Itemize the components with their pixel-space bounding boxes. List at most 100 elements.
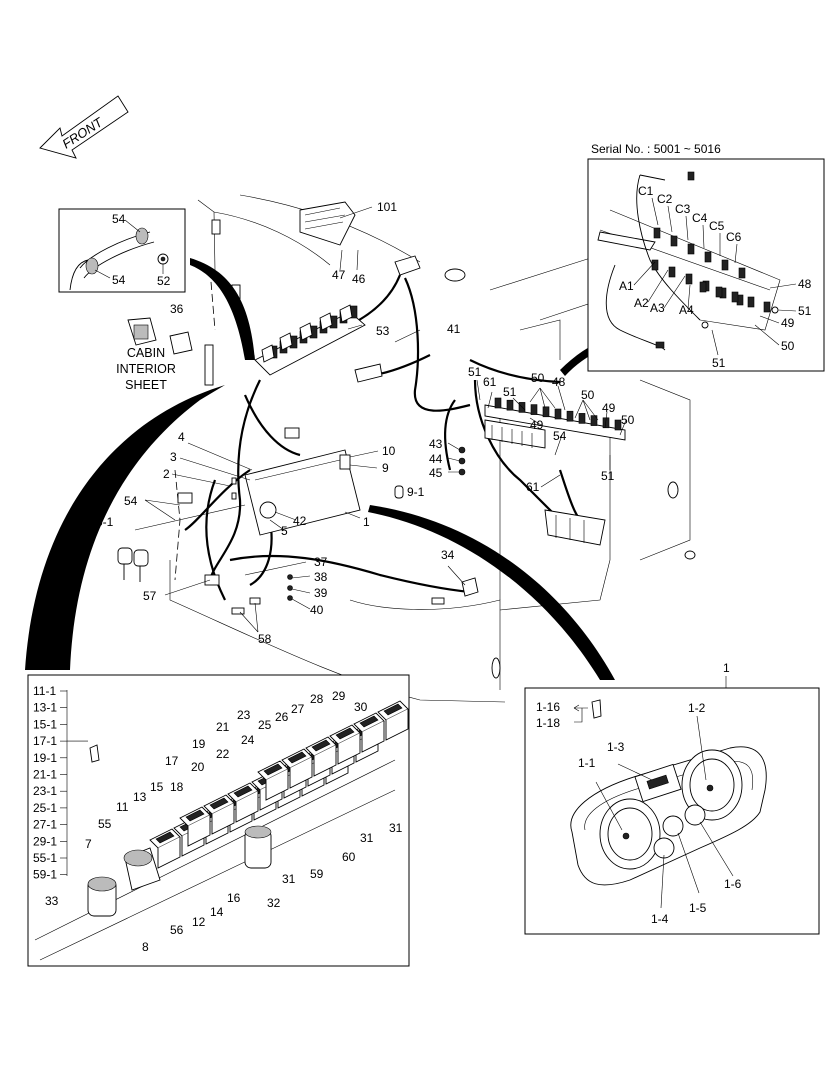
rocker-switch-body [361, 721, 385, 753]
callout-50-c: 50 [621, 413, 635, 427]
switch-list-item: 55-1 [33, 851, 57, 865]
rocker-switch-body [289, 757, 313, 789]
inset-instrument-cluster: 1 1-16 1-18 1-1 1-2 1-3 1-4 1-5 1-6 [524, 661, 820, 935]
switch-list-item: 15-1 [33, 717, 57, 731]
rocker-switch-body [211, 803, 235, 835]
switch-list-item: 23-1 [33, 784, 57, 798]
inset-clamp: 54 54 52 [58, 208, 186, 293]
switch-23: 23 [237, 708, 251, 722]
fuse-block [254, 304, 366, 376]
serial-a2: A2 [634, 296, 649, 310]
rocker-switch-face [185, 809, 205, 822]
switch-29: 29 [332, 689, 346, 703]
sweep-curve-top [190, 258, 255, 360]
switch-25: 25 [258, 718, 272, 732]
callout-51-a: 51 [468, 365, 482, 379]
callout-51-b: 51 [503, 385, 517, 399]
connector-pin [763, 301, 771, 313]
switch-59: 59 [310, 867, 324, 881]
switch-16: 16 [227, 891, 241, 905]
switch-31-a: 31 [282, 872, 296, 886]
connector-pin [738, 267, 746, 279]
cluster-1-4: 1-4 [651, 912, 669, 926]
connector-pin [566, 410, 574, 422]
switch-27: 27 [291, 702, 305, 716]
connector-pin [670, 235, 678, 247]
rocker-switch-face [263, 763, 283, 776]
main-callouts: 101 47 46 41 53 36 10 9 9-1 4 3 2 1 42 5… [96, 200, 635, 646]
rocker-switch-face [335, 727, 355, 740]
rocker-switch-body [265, 769, 289, 801]
callout-44: 44 [429, 452, 443, 466]
connector-pin [614, 419, 622, 431]
callout-57: 57 [143, 589, 157, 603]
cluster-1-2: 1-2 [688, 701, 706, 715]
switch-26: 26 [275, 710, 289, 724]
cluster-1-1: 1-1 [578, 756, 596, 770]
serial-a3: A3 [650, 301, 665, 315]
leader-lines [134, 206, 627, 633]
sweep-curve-right [368, 505, 615, 680]
inset-54-top: 54 [112, 212, 126, 226]
cluster-1-5: 1-5 [689, 901, 707, 915]
serial-c6: C6 [726, 230, 742, 244]
serial-c5: C5 [709, 219, 725, 233]
callout-1: 1 [363, 515, 370, 529]
callout-3: 3 [170, 450, 177, 464]
rocker-switch-face [383, 703, 403, 716]
callout-9-1: 9-1 [407, 485, 425, 499]
callout-2: 2 [163, 467, 170, 481]
cabin-note-line1: CABIN [127, 346, 165, 360]
callout-54-rail: 54 [553, 429, 567, 443]
rocker-switch-face [209, 797, 229, 810]
serial-51-bottom: 51 [712, 356, 726, 370]
switch-33: 33 [45, 894, 59, 908]
callout-47: 47 [332, 268, 346, 282]
switch-15: 15 [150, 780, 164, 794]
connector-pin [668, 266, 676, 278]
serial-c3: C3 [675, 202, 691, 216]
serial-49: 49 [781, 316, 795, 330]
connector-pin [704, 251, 712, 263]
rocker-switch-face [311, 739, 331, 752]
connector-pin [699, 281, 707, 293]
callout-45: 45 [429, 466, 443, 480]
switch-13: 13 [133, 790, 147, 804]
switch-28: 28 [310, 692, 324, 706]
callout-61-b: 61 [526, 480, 540, 494]
connector-pin [653, 227, 661, 239]
cluster-title: 1 [723, 661, 730, 675]
cluster-1-18: 1-18 [536, 716, 560, 730]
connector-pin [506, 399, 514, 411]
switch-19: 19 [192, 737, 206, 751]
connector-pin [747, 296, 755, 308]
callout-46: 46 [352, 272, 366, 286]
switch-list-item: 21-1 [33, 768, 57, 782]
cluster-1-6: 1-6 [724, 877, 742, 891]
rocker-switch-face [359, 715, 379, 728]
switch-12: 12 [192, 915, 206, 929]
switch-callouts: 28 29 30 27 23 21 25 26 24 19 22 17 20 1… [45, 689, 403, 954]
rocker-switch-body [187, 815, 211, 847]
callout-5: 5 [281, 524, 288, 538]
connector-pin [651, 259, 659, 271]
connector-pin [542, 406, 550, 418]
callout-39: 39 [314, 586, 328, 600]
serial-a4: A4 [679, 303, 694, 317]
switch-30: 30 [354, 700, 368, 714]
front-arrow: FRONT [39, 95, 129, 159]
connector-pin [715, 286, 723, 298]
callout-61-a: 61 [483, 375, 497, 389]
callout-4: 4 [178, 430, 185, 444]
callout-49-a: 49 [530, 418, 544, 432]
connector-pin [590, 415, 598, 426]
callout-9: 9 [382, 461, 389, 475]
serial-50: 50 [781, 339, 795, 353]
switch-14: 14 [210, 905, 224, 919]
callout-101: 101 [377, 200, 397, 214]
connector-pin [578, 413, 586, 424]
callout-40: 40 [310, 603, 324, 617]
rocker-switch-body [235, 791, 259, 823]
switch-20: 20 [191, 760, 205, 774]
